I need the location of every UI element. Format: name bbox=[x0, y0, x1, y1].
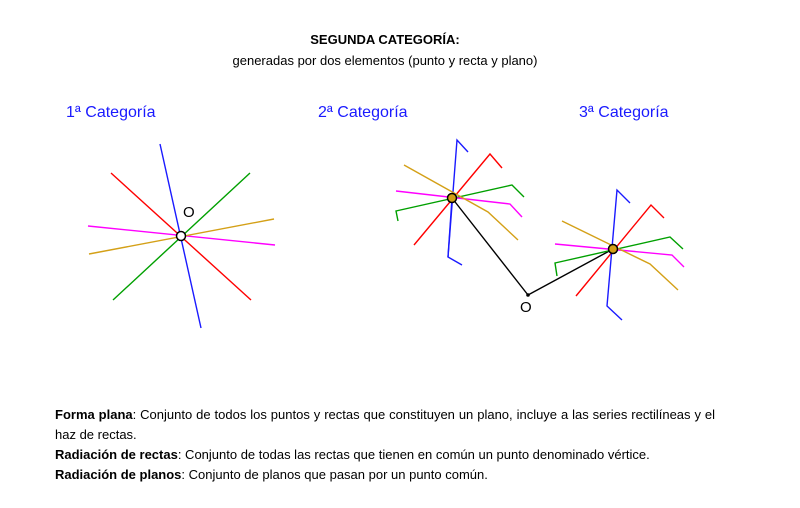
definition-forma-plana: Forma plana: Conjunto de todos los punto… bbox=[55, 405, 715, 445]
term-forma-plana: Forma plana bbox=[55, 407, 133, 422]
text-radiacion-planos: : Conjunto de planos que pasan por un pu… bbox=[181, 467, 488, 482]
radiation-group-right bbox=[554, 188, 685, 321]
definitions-block: Forma plana: Conjunto de todos los punto… bbox=[55, 405, 715, 485]
connector-left bbox=[451, 197, 529, 296]
term-radiacion-rectas: Radiación de rectas bbox=[55, 447, 178, 462]
plane-magenta-right bbox=[554, 243, 685, 268]
term-radiacion-planos: Radiación de planos bbox=[55, 467, 182, 482]
common-point bbox=[526, 293, 530, 297]
definition-radiacion-planos: Radiación de planos: Conjunto de planos … bbox=[55, 465, 715, 485]
text-forma-plana: : Conjunto de todos los puntos y rectas … bbox=[55, 407, 716, 442]
plane-red-left bbox=[413, 152, 503, 246]
category-3-label: 3ª Categoría bbox=[579, 104, 669, 121]
definition-radiacion-rectas: Radiación de rectas: Conjunto de todas l… bbox=[55, 445, 715, 465]
pencil-of-lines: O bbox=[87, 143, 276, 329]
vertex-point bbox=[175, 230, 187, 242]
page-title: SEGUNDA CATEGORÍA: bbox=[310, 32, 460, 47]
plane-magenta-left bbox=[395, 190, 523, 218]
page-subtitle: generadas por dos elementos (punto y rec… bbox=[232, 53, 538, 68]
category-2-label: 2ª Categoría bbox=[318, 104, 408, 121]
plane-gold-right bbox=[561, 220, 679, 291]
connector-right bbox=[527, 248, 614, 296]
category-1-label: 1ª Categoría bbox=[66, 104, 156, 121]
connector-lines: O bbox=[451, 197, 614, 316]
vertex-left bbox=[446, 192, 458, 204]
common-point-label: O bbox=[520, 299, 532, 316]
radiation-group-left bbox=[395, 138, 525, 266]
plane-gold-left bbox=[403, 164, 519, 241]
plane-blue-left-ext bbox=[447, 197, 453, 258]
vertex-label: O bbox=[183, 204, 195, 221]
plane-red-right bbox=[575, 203, 665, 297]
vertex-right bbox=[607, 243, 619, 255]
text-radiacion-rectas: : Conjunto de todas las rectas que tiene… bbox=[177, 447, 650, 462]
